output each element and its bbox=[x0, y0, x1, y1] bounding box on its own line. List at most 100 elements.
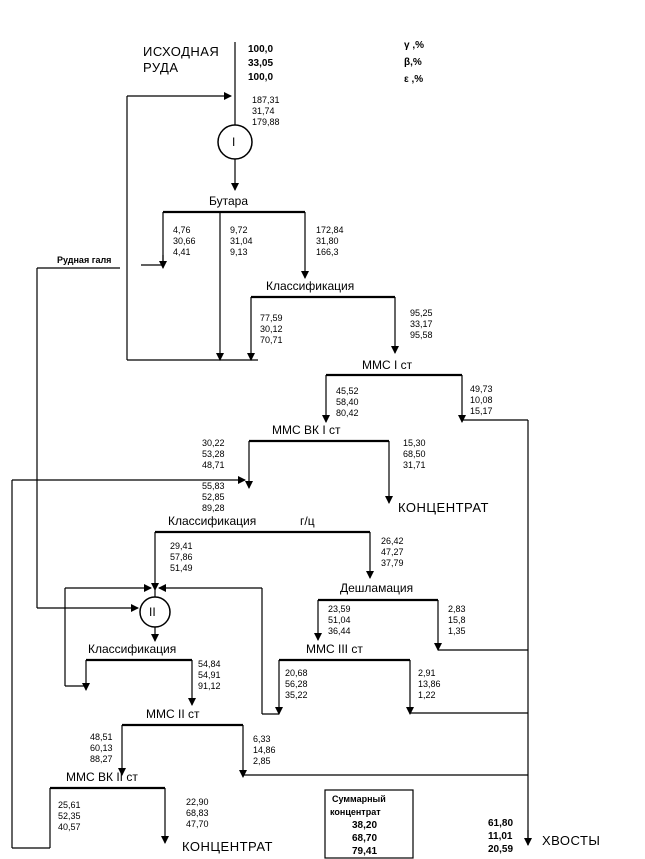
svg-text:Суммарный: Суммарный bbox=[332, 794, 386, 804]
svg-text:88,27: 88,27 bbox=[90, 754, 113, 764]
svg-text:80,42: 80,42 bbox=[336, 408, 359, 418]
class1-label: Классификация bbox=[266, 279, 354, 293]
mms1-tail-values: 49,73 10,08 15,17 bbox=[470, 384, 493, 416]
class1-over-values: 95,25 33,17 95,58 bbox=[410, 308, 433, 340]
svg-text:15,30: 15,30 bbox=[403, 438, 426, 448]
svg-text:51,04: 51,04 bbox=[328, 615, 351, 625]
concentrate2-label: КОНЦЕНТРАТ bbox=[182, 839, 273, 854]
mms2-label: ММС II ст bbox=[146, 707, 200, 721]
mill1-in-values: 187,31 31,74 179,88 bbox=[252, 95, 280, 127]
mms3-tail-values: 2,91 13,86 1,22 bbox=[418, 668, 441, 700]
svg-text:58,40: 58,40 bbox=[336, 397, 359, 407]
svg-text:26,42: 26,42 bbox=[381, 536, 404, 546]
mms3-label: ММС III ст bbox=[306, 642, 363, 656]
svg-text:100,0: 100,0 bbox=[248, 44, 273, 55]
svg-text:68,83: 68,83 bbox=[186, 808, 209, 818]
svg-text:60,13: 60,13 bbox=[90, 743, 113, 753]
svg-text:9,72: 9,72 bbox=[230, 225, 248, 235]
svg-text:51,49: 51,49 bbox=[170, 563, 193, 573]
svg-text:77,59: 77,59 bbox=[260, 313, 283, 323]
svg-text:49,73: 49,73 bbox=[470, 384, 493, 394]
svg-text:31,74: 31,74 bbox=[252, 106, 275, 116]
svg-text:166,3: 166,3 bbox=[316, 247, 339, 257]
svg-text:23,59: 23,59 bbox=[328, 604, 351, 614]
svg-text:15,17: 15,17 bbox=[470, 406, 493, 416]
svg-text:91,12: 91,12 bbox=[198, 681, 221, 691]
svg-text:70,71: 70,71 bbox=[260, 335, 283, 345]
mmsvk1-conc-values: 15,30 68,50 31,71 bbox=[403, 438, 426, 470]
svg-text:2,91: 2,91 bbox=[418, 668, 436, 678]
mms1-label: ММС I ст bbox=[362, 358, 413, 372]
svg-text:47,70: 47,70 bbox=[186, 819, 209, 829]
butara-label: Бутара bbox=[209, 194, 248, 208]
svg-text:33,05: 33,05 bbox=[248, 58, 273, 69]
svg-text:9,13: 9,13 bbox=[230, 247, 248, 257]
svg-text:89,28: 89,28 bbox=[202, 503, 225, 513]
svg-text:45,52: 45,52 bbox=[336, 386, 359, 396]
svg-text:54,91: 54,91 bbox=[198, 670, 221, 680]
mms2-tail-values: 6,33 14,86 2,85 bbox=[253, 734, 276, 766]
svg-text:20,59: 20,59 bbox=[488, 844, 513, 855]
svg-text:48,71: 48,71 bbox=[202, 460, 225, 470]
svg-text:29,41: 29,41 bbox=[170, 541, 193, 551]
deslime-label: Дешламация bbox=[340, 581, 413, 595]
svg-text:2,83: 2,83 bbox=[448, 604, 466, 614]
mms2-conc-values: 48,51 60,13 88,27 bbox=[90, 732, 113, 764]
svg-text:68,50: 68,50 bbox=[403, 449, 426, 459]
svg-text:13,86: 13,86 bbox=[418, 679, 441, 689]
mmsvk2-conc-values: 22,90 68,83 47,70 bbox=[186, 797, 209, 829]
deslime-slime-values: 2,83 15,8 1,35 bbox=[448, 604, 466, 636]
svg-text:30,22: 30,22 bbox=[202, 438, 225, 448]
svg-text:1,35: 1,35 bbox=[448, 626, 466, 636]
legend-epsilon: ε ,% bbox=[404, 74, 423, 85]
svg-text:187,31: 187,31 bbox=[252, 95, 280, 105]
svg-text:48,51: 48,51 bbox=[90, 732, 113, 742]
class3-over-values: 54,84 54,91 91,12 bbox=[198, 659, 221, 691]
svg-text:4,41: 4,41 bbox=[173, 247, 191, 257]
svg-text:25,61: 25,61 bbox=[58, 800, 81, 810]
svg-text:20,68: 20,68 bbox=[285, 668, 308, 678]
svg-text:31,71: 31,71 bbox=[403, 460, 426, 470]
svg-text:10,08: 10,08 bbox=[470, 395, 493, 405]
svg-text:31,04: 31,04 bbox=[230, 236, 253, 246]
mmsvk1-tail-values: 30,22 53,28 48,71 bbox=[202, 438, 225, 470]
svg-text:30,12: 30,12 bbox=[260, 324, 283, 334]
svg-text:2,85: 2,85 bbox=[253, 756, 271, 766]
svg-text:33,17: 33,17 bbox=[410, 319, 433, 329]
svg-text:38,20: 38,20 bbox=[352, 820, 377, 831]
class2-label: Классификация bbox=[168, 514, 256, 528]
svg-text:56,28: 56,28 bbox=[285, 679, 308, 689]
svg-text:172,84: 172,84 bbox=[316, 225, 344, 235]
svg-text:57,86: 57,86 bbox=[170, 552, 193, 562]
class2-sands-values: 29,41 57,86 51,49 bbox=[170, 541, 193, 573]
svg-text:52,85: 52,85 bbox=[202, 492, 225, 502]
mms3-conc-values: 20,68 56,28 35,22 bbox=[285, 668, 308, 700]
svg-text:31,80: 31,80 bbox=[316, 236, 339, 246]
mill2-label: II bbox=[149, 605, 156, 619]
mmsvk2-tail-values: 25,61 52,35 40,57 bbox=[58, 800, 81, 832]
class3-label: Классификация bbox=[88, 642, 176, 656]
svg-text:47,27: 47,27 bbox=[381, 547, 404, 557]
svg-text:37,79: 37,79 bbox=[381, 558, 404, 568]
class2-over-values: 26,42 47,27 37,79 bbox=[381, 536, 404, 568]
concentrate1-label: КОНЦЕНТРАТ bbox=[398, 500, 489, 515]
feed-values: 100,0 33,05 100,0 bbox=[248, 44, 273, 83]
svg-text:22,90: 22,90 bbox=[186, 797, 209, 807]
mmsvk1-label: ММС ВК I ст bbox=[272, 423, 341, 437]
mill1-label: I bbox=[232, 135, 235, 149]
svg-text:52,35: 52,35 bbox=[58, 811, 81, 821]
svg-text:100,0: 100,0 bbox=[248, 72, 273, 83]
class1-sands-values: 77,59 30,12 70,71 bbox=[260, 313, 283, 345]
summary-title: Суммарный концентрат bbox=[330, 794, 386, 817]
legend-beta: β,% bbox=[404, 57, 422, 68]
feed-label-1: ИСХОДНАЯ bbox=[143, 44, 219, 59]
summary-box bbox=[324, 789, 414, 859]
tailings-label: ХВОСТЫ bbox=[542, 833, 600, 848]
svg-text:30,66: 30,66 bbox=[173, 236, 196, 246]
svg-text:53,28: 53,28 bbox=[202, 449, 225, 459]
svg-text:61,80: 61,80 bbox=[488, 818, 513, 829]
butara-b-values: 9,72 31,04 9,13 bbox=[230, 225, 253, 257]
mmsvk2-label: ММС ВК II ст bbox=[66, 770, 138, 784]
feed-label-2: РУДА bbox=[143, 60, 179, 75]
